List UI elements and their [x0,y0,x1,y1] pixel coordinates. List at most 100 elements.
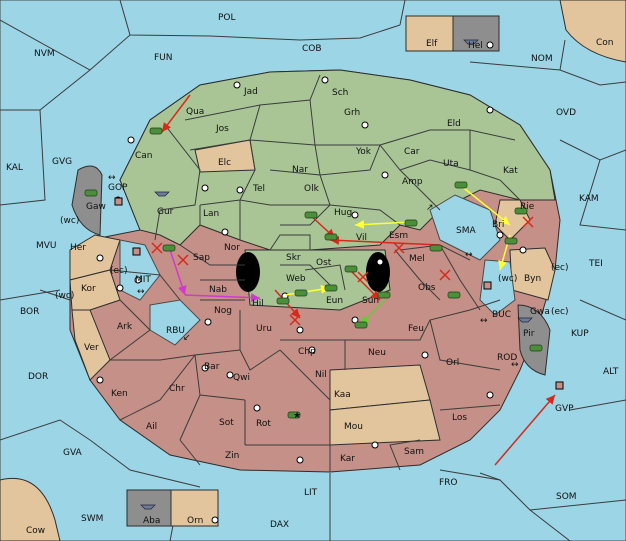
label-COB: COB [302,44,322,54]
army-icon [529,344,543,352]
label-Kat: Kat [503,166,518,176]
label-SOM: SOM [556,492,577,502]
label-Ail: Ail [146,422,157,432]
army-icon [429,244,443,252]
army-icon [287,411,301,419]
svg-text:↔: ↔ [511,360,519,370]
sea-RBU[interactable] [149,299,201,346]
fleet-icon [517,317,533,323]
label-Rie: Rie [520,202,535,212]
label-POL: POL [218,13,236,23]
army-icon [294,289,308,297]
region-Kor[interactable] [69,269,121,311]
label-Ark: Ark [117,322,133,332]
label-Lan: Lan [203,209,219,219]
label-Hug: Hug [334,208,352,218]
label-Yok: Yok [355,147,372,157]
label-Byn: Byn [524,274,541,284]
army-icon [504,237,518,245]
land-borders [109,74,521,472]
supply-centers [96,41,527,524]
label-Eun: Eun [326,296,343,306]
fleet-icon [140,504,156,510]
svg-text:↔: ↔ [480,316,488,326]
label-Jad: Jad [243,87,258,97]
label-ec: (ec) [110,266,128,276]
label-Olk: Olk [304,184,320,194]
label-NOM: NOM [531,54,553,64]
home-marker [483,281,492,290]
region-Orn[interactable] [170,489,219,527]
sea-SMA[interactable] [429,194,501,261]
region-labels: POL NVM FUN COB Elf Hel Con NOM OVD KAL … [6,13,619,536]
region-Cow[interactable] [0,477,61,541]
region-Her[interactable] [69,234,121,281]
black-hole-right [366,252,390,292]
fleet-icon [463,39,479,45]
army-icon [344,265,358,273]
star-icon: ★ [293,411,301,421]
label-GOP: GOP [108,183,128,193]
label-Uta: Uta [443,159,459,169]
label-Cow: Cow [26,526,45,536]
army-icon [324,284,338,292]
label-Car: Car [404,147,420,157]
army-icon [84,189,98,197]
label-Amp: Amp [402,177,423,187]
label-Eld: Eld [447,119,461,129]
coast-links: ↔↔↗ ↔↔↔ ↙ [108,173,519,370]
label-Kar: Kar [340,454,355,464]
label-Tel: Tel [252,184,265,194]
army-icon [149,127,163,135]
sea-MIT[interactable] [119,239,161,301]
home-marker [555,381,564,390]
label-LIT: LIT [304,488,318,498]
label-KAL: KAL [6,163,23,173]
label-ec: (ec) [551,263,569,273]
label-GVP: GVP [555,404,574,414]
svg-text:↔: ↔ [465,250,473,260]
label-wc: (wc) [60,216,79,226]
region-Elf[interactable] [405,15,454,52]
label-Grh: Grh [344,108,360,118]
label-KUP: KUP [571,329,589,339]
label-Zin: Zin [225,451,239,461]
label-Qua: Qua [186,107,204,117]
label-Mel: Mel [409,254,425,264]
label-MVU: MVU [36,241,57,251]
label-Nog: Nog [214,306,232,316]
label-SMA: SMA [456,226,476,236]
home-marker [114,197,123,206]
label-FUN: FUN [154,53,173,63]
army-icon [514,207,528,215]
label-MIT: MIT [135,275,151,285]
label-Bri: Bri [492,220,504,230]
label-Con: Con [596,38,614,48]
region-ROD-coast [517,304,551,376]
label-Sam: Sam [404,447,424,457]
label-Ver: Ver [84,343,99,353]
label-Sot: Sot [219,418,234,428]
label-Chp: Chp [298,347,316,357]
label-Pir: Pir [523,329,535,339]
fleet-icon [154,191,170,197]
army-icon [404,219,418,227]
label-NVM: NVM [34,49,55,59]
label-Gur: Gur [157,207,174,217]
label-Nab: Nab [209,285,227,295]
region-Mou[interactable] [329,399,441,446]
black-hole-left [236,252,260,292]
label-BOR: BOR [20,307,39,317]
label-Nar: Nar [292,165,308,175]
label-Vil: Vil [356,233,367,243]
label-Hel: Hel [468,41,483,51]
label-DAX: DAX [270,520,289,530]
label-Gaw: Gaw [86,202,106,212]
army-icon [454,181,468,189]
label-FRO: FRO [439,478,458,488]
label-ALT: ALT [603,367,619,377]
label-TEI: TEI [588,259,603,269]
label-Los: Los [452,413,467,423]
svg-text:↔: ↔ [137,287,145,297]
region-Ver[interactable] [71,309,111,381]
